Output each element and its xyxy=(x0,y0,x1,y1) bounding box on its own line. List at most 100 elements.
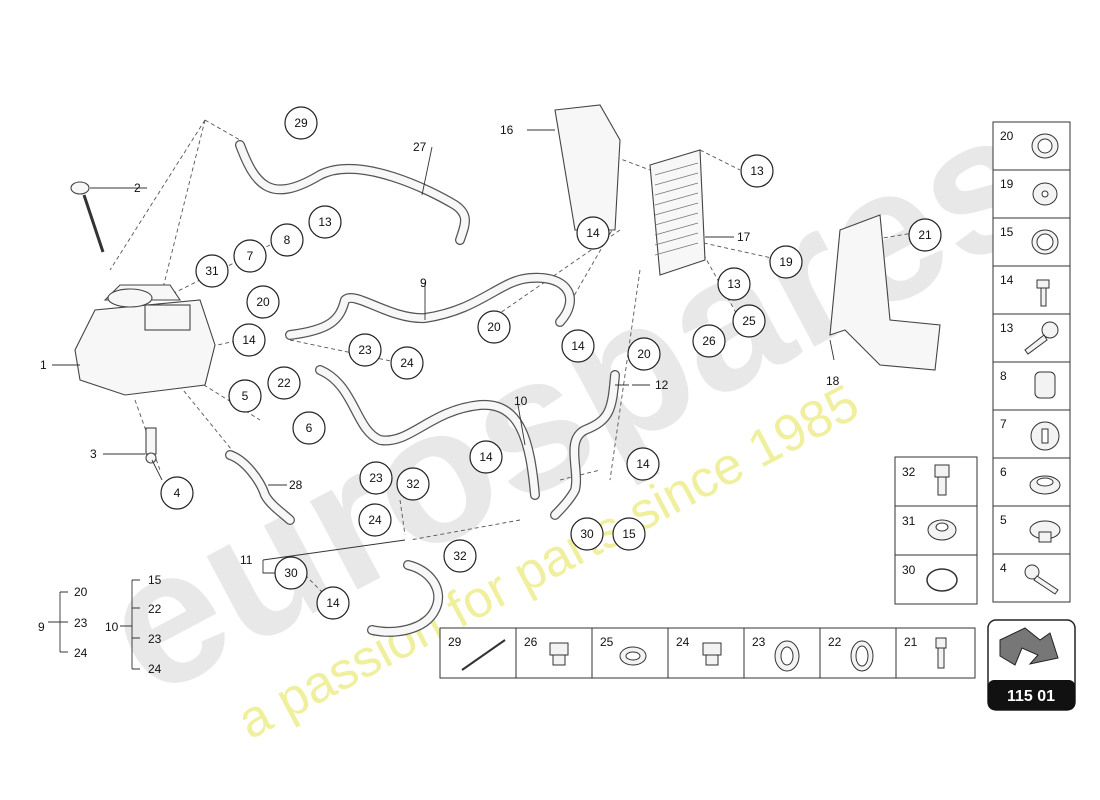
legend-bottom-22: 22 xyxy=(828,635,874,672)
svg-text:7: 7 xyxy=(247,249,254,263)
svg-text:15: 15 xyxy=(1000,225,1014,239)
svg-text:29: 29 xyxy=(448,635,462,649)
callout-32: 32 xyxy=(396,467,430,501)
legend-bottom-26: 26 xyxy=(524,635,569,666)
coolant-reservoir xyxy=(74,284,216,396)
svg-text:23: 23 xyxy=(74,616,88,630)
svg-text:8: 8 xyxy=(1000,369,1007,383)
callout-31: 31 xyxy=(195,254,229,288)
callout-8: 8 xyxy=(270,223,304,257)
callout-20: 20 xyxy=(246,285,280,319)
svg-text:14: 14 xyxy=(571,339,585,353)
legend-right-4: 4 xyxy=(1000,561,1059,595)
svg-text:7: 7 xyxy=(1000,417,1007,431)
callout-22: 22 xyxy=(267,366,301,400)
legend-right-13: 13 xyxy=(1000,321,1059,355)
label-17: 17 xyxy=(737,230,751,244)
radiator-assembly xyxy=(554,104,706,276)
svg-text:14: 14 xyxy=(242,333,256,347)
svg-text:14: 14 xyxy=(636,457,650,471)
legend-right-5: 5 xyxy=(1000,513,1061,543)
callout-30b: 30 xyxy=(274,556,308,590)
svg-text:22: 22 xyxy=(148,602,162,616)
svg-text:26: 26 xyxy=(702,334,716,348)
legend-bottom-25: 25 xyxy=(600,635,647,666)
label-11: 11 xyxy=(240,553,253,567)
callout-30: 30 xyxy=(570,517,604,551)
svg-text:13: 13 xyxy=(318,215,332,229)
svg-text:31: 31 xyxy=(902,514,916,528)
leader-lines xyxy=(48,129,835,670)
svg-text:13: 13 xyxy=(750,164,764,178)
svg-text:20: 20 xyxy=(487,320,501,334)
callout-24b: 24 xyxy=(358,503,392,537)
svg-text:24: 24 xyxy=(148,662,162,676)
hoses xyxy=(225,140,620,637)
legend-mid-30: 30 xyxy=(902,563,958,592)
svg-text:6: 6 xyxy=(1000,465,1007,479)
level-sensor xyxy=(145,427,157,464)
svg-text:10: 10 xyxy=(105,620,119,634)
svg-text:15: 15 xyxy=(622,527,636,541)
svg-text:4: 4 xyxy=(1000,561,1007,575)
callout-14b: 14 xyxy=(576,216,610,250)
callout-13: 13 xyxy=(308,205,342,239)
callout-7: 7 xyxy=(233,239,267,273)
filler-cap xyxy=(70,181,105,253)
svg-text:30: 30 xyxy=(580,527,594,541)
svg-text:14: 14 xyxy=(1000,273,1014,287)
label-16: 16 xyxy=(500,123,514,137)
svg-text:19: 19 xyxy=(779,255,793,269)
callout-5: 5 xyxy=(228,379,262,413)
svg-text:25: 25 xyxy=(600,635,614,649)
svg-text:32: 32 xyxy=(902,465,916,479)
svg-text:22: 22 xyxy=(828,635,842,649)
callout-4: 4 xyxy=(160,476,194,510)
callout-13b: 13 xyxy=(740,154,774,188)
svg-text:23: 23 xyxy=(752,635,766,649)
svg-text:24: 24 xyxy=(400,356,414,370)
callout-15: 15 xyxy=(612,517,646,551)
legend-right-20: 20 xyxy=(1000,129,1059,159)
callout-25: 25 xyxy=(732,304,766,338)
svg-text:20: 20 xyxy=(1000,129,1014,143)
svg-text:13: 13 xyxy=(727,277,741,291)
callout-13c: 13 xyxy=(717,267,751,301)
svg-text:14: 14 xyxy=(479,450,493,464)
callout-23: 23 xyxy=(348,333,382,367)
svg-text:25: 25 xyxy=(742,314,756,328)
svg-text:32: 32 xyxy=(406,477,420,491)
callout-14d: 14 xyxy=(469,440,503,474)
svg-text:5: 5 xyxy=(1000,513,1007,527)
svg-text:14: 14 xyxy=(586,226,600,240)
group-9-key: 9 20 23 24 xyxy=(38,585,88,660)
callout-26: 26 xyxy=(692,324,726,358)
svg-text:8: 8 xyxy=(284,233,291,247)
svg-text:23: 23 xyxy=(369,471,383,485)
callout-14c: 14 xyxy=(561,329,595,363)
svg-text:29: 29 xyxy=(294,116,308,130)
callout-6: 6 xyxy=(292,411,326,445)
callout-19: 19 xyxy=(769,245,803,279)
callout-23b: 23 xyxy=(359,461,393,495)
legend-right-19: 19 xyxy=(1000,177,1058,206)
label-2: 2 xyxy=(134,181,141,195)
svg-text:21: 21 xyxy=(904,635,918,649)
direction-arrow-icon xyxy=(999,627,1059,666)
legend-mid: 32 31 30 xyxy=(894,456,978,605)
svg-text:23: 23 xyxy=(358,343,372,357)
label-9: 9 xyxy=(420,276,427,290)
legend-bottom: 29 26 25 24 23 22 21 xyxy=(439,627,976,679)
svg-text:32: 32 xyxy=(453,549,467,563)
legend-mid-31: 31 xyxy=(902,514,957,541)
legend-right-8: 8 xyxy=(1000,369,1056,399)
legend-bottom-24: 24 xyxy=(676,635,722,666)
diagram-code-badge: 115 01 xyxy=(987,619,1076,711)
svg-text:30: 30 xyxy=(902,563,916,577)
legend-right-14: 14 xyxy=(1000,273,1050,307)
air-duct xyxy=(829,214,941,371)
callout-21: 21 xyxy=(908,218,942,252)
svg-text:19: 19 xyxy=(1000,177,1014,191)
label-1: 1 xyxy=(40,358,47,372)
label-12: 12 xyxy=(655,378,669,392)
